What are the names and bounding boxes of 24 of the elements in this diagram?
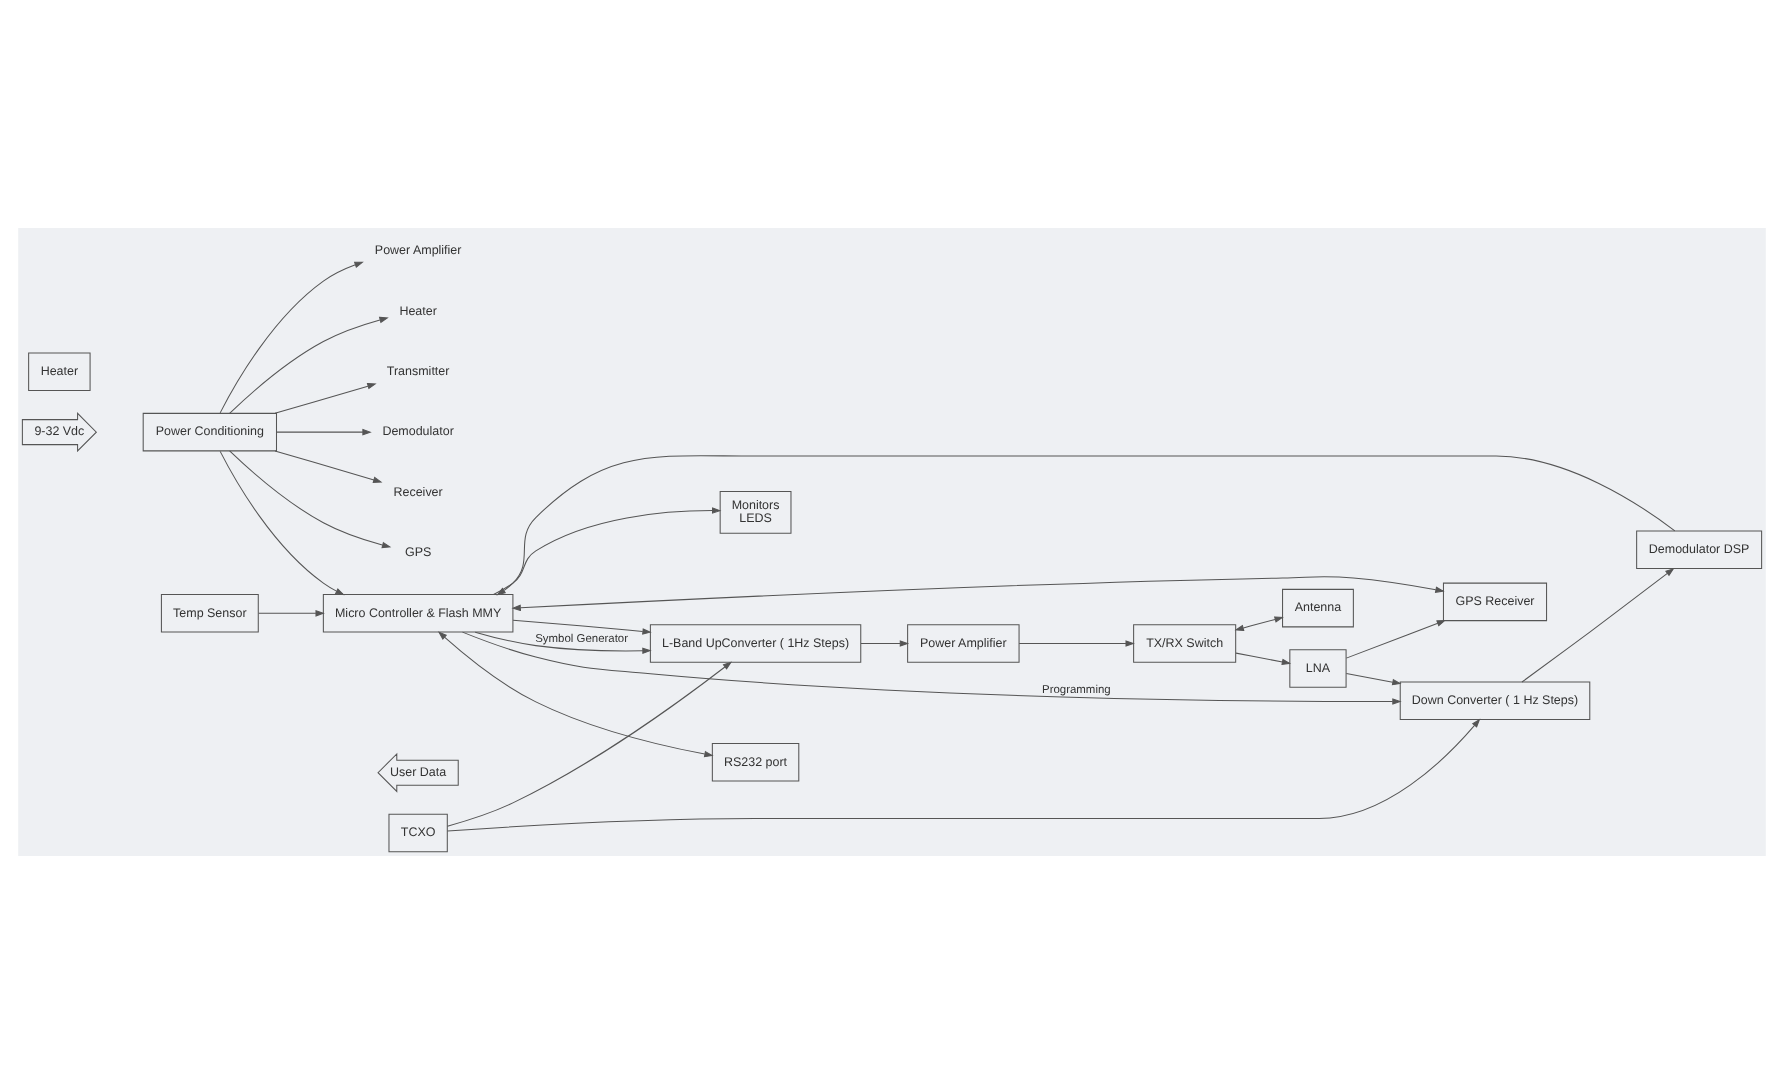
arrow <box>1018 639 1135 646</box>
arrow <box>274 449 383 482</box>
arrow <box>1521 566 1675 682</box>
arrow <box>219 449 345 595</box>
arrow <box>1345 619 1447 658</box>
arrow <box>446 660 733 826</box>
arrow <box>512 618 652 634</box>
arrow <box>1234 615 1284 631</box>
arrow <box>493 506 722 594</box>
arrow <box>860 639 910 646</box>
arrow <box>474 630 652 654</box>
arrow <box>229 449 392 548</box>
arrow <box>274 382 377 413</box>
arrow <box>437 630 714 757</box>
arrow <box>229 315 389 413</box>
arrow <box>446 717 1481 831</box>
arrow <box>258 609 325 616</box>
arrow <box>496 454 1676 595</box>
arrow <box>462 630 1402 704</box>
arrow <box>511 575 1445 611</box>
arrow <box>1345 672 1402 685</box>
arrow <box>1235 651 1292 665</box>
arrow <box>276 427 372 435</box>
arrow <box>219 260 364 413</box>
